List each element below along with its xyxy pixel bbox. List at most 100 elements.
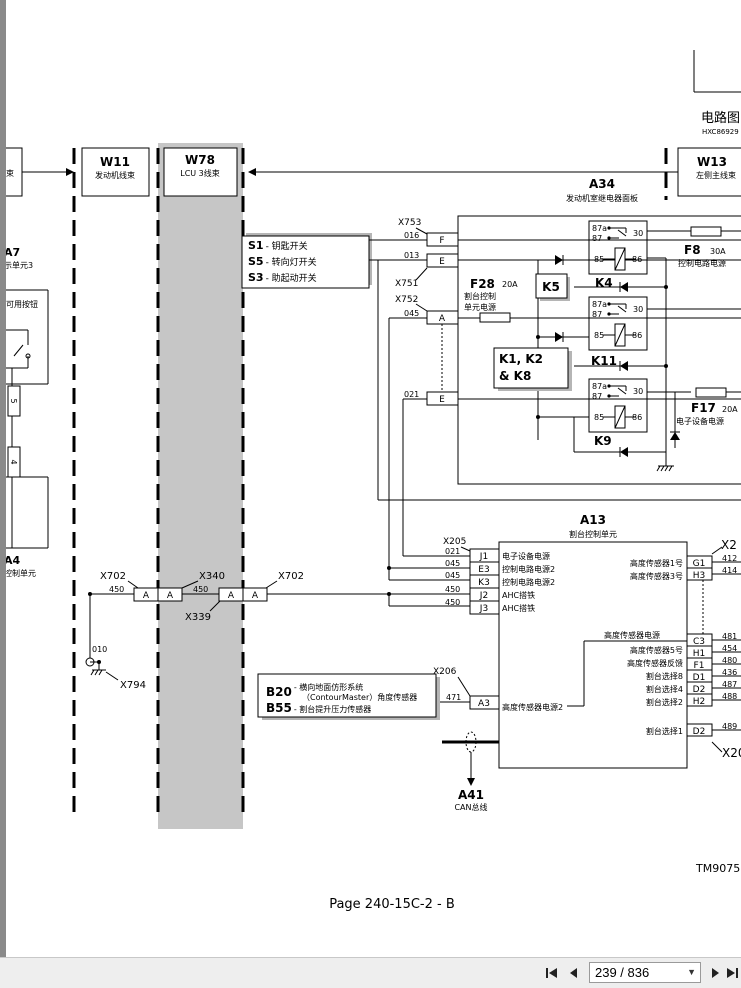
k9-label: K9 — [594, 434, 612, 448]
w78-shaded-band — [158, 143, 243, 829]
x340-label: X340 — [199, 571, 225, 582]
svg-text:H2: H2 — [693, 697, 706, 707]
svg-text:87a: 87a — [592, 382, 607, 391]
svg-text:高度传感器5号: 高度传感器5号 — [630, 645, 683, 655]
first-page-button[interactable] — [543, 963, 561, 983]
b55-code: B55 — [266, 701, 292, 715]
last-page-icon — [727, 968, 738, 978]
x751-label: X751 — [395, 279, 418, 289]
harness-w13-id: W13 — [697, 155, 727, 169]
svg-text:割台选择1: 割台选择1 — [646, 726, 683, 736]
pin-a: A — [439, 314, 446, 324]
s3-label: - 助起动开关 — [266, 272, 317, 284]
pin-e-013: E — [439, 257, 445, 267]
svg-text:AHC搭铁: AHC搭铁 — [502, 590, 535, 600]
x205-label: X205 — [443, 537, 466, 547]
previous-page-icon — [570, 968, 577, 978]
svg-text:489: 489 — [722, 722, 737, 731]
a13-label: A13 — [580, 513, 606, 527]
a34-label: A34 — [589, 177, 615, 191]
sensor-box — [257, 673, 437, 718]
pin-e-021: E — [439, 395, 445, 405]
svg-text:30: 30 — [633, 387, 643, 396]
svg-text:85: 85 — [594, 331, 604, 340]
x339-label: X339 — [185, 612, 211, 623]
k4-label: K4 — [595, 276, 613, 290]
button-label: 可用按钮 — [6, 299, 38, 309]
svg-text:30: 30 — [633, 229, 643, 238]
svg-text:A: A — [167, 591, 174, 601]
k8-label: & K8 — [499, 369, 531, 383]
svg-text:割台选择4: 割台选择4 — [646, 684, 683, 694]
svg-text:D2: D2 — [693, 685, 706, 695]
wire-450-b: 450 — [193, 585, 208, 594]
s1-code: S1 — [248, 239, 264, 252]
s1-label: - 钥匙开关 — [266, 240, 308, 252]
fuse-f28 — [479, 312, 511, 323]
svg-text:高度传感器1号: 高度传感器1号 — [630, 558, 683, 568]
relay-k5-box — [535, 273, 568, 299]
svg-text:86: 86 — [632, 255, 642, 264]
a3-pin: A3 — [478, 699, 490, 709]
page-number-selector[interactable]: 239 / 836 ▼ — [589, 962, 701, 983]
wire-021: 021 — [404, 390, 419, 399]
svg-text:85: 85 — [594, 255, 604, 264]
harness-w78-desc: LCU 3线束 — [180, 168, 220, 178]
svg-text:86: 86 — [632, 331, 642, 340]
svg-text:S5- 转向灯开关: S5- 转向灯开关 — [248, 255, 317, 268]
wiring-diagram: 电路图 HXC86929 束 W11 发动机线束 W78 LCU 3线束 W13… — [6, 50, 741, 912]
splice-label: 010 — [92, 645, 107, 654]
fuse-5-label: 5 — [9, 398, 18, 403]
f28-desc-2: 单元电源 — [464, 302, 496, 312]
b20-label: - 横向地面仿形系统 — [294, 682, 363, 692]
harness-w11 — [81, 147, 150, 197]
f17-amps: 20A — [722, 405, 738, 414]
x752-label: X752 — [395, 295, 418, 305]
switch-box — [241, 235, 370, 289]
next-page-button[interactable] — [706, 963, 724, 983]
s5-code: S5 — [248, 255, 264, 268]
f8-amps: 30A — [710, 247, 726, 256]
svg-text:H3: H3 — [693, 571, 706, 581]
svg-text:021: 021 — [445, 547, 460, 556]
svg-text:J3: J3 — [479, 604, 488, 614]
svg-text:割台选择8: 割台选择8 — [646, 671, 683, 681]
fuse-4-label: 4 — [9, 459, 18, 464]
chevron-down-icon: ▼ — [687, 967, 696, 977]
harness-w13 — [677, 147, 741, 197]
svg-text:高度传感器3号: 高度传感器3号 — [630, 571, 683, 581]
wire-013: 013 — [404, 251, 419, 260]
svg-text:85: 85 — [594, 413, 604, 422]
svg-text:S1- 钥匙开关: S1- 钥匙开关 — [248, 239, 308, 252]
next-page-icon — [712, 968, 719, 978]
s3-code: S3 — [248, 271, 264, 284]
a4-label: A4 — [6, 554, 21, 567]
x702-left-label: X702 — [100, 571, 126, 582]
previous-page-button[interactable] — [565, 963, 583, 983]
fuse-f8 — [690, 226, 722, 237]
can-bus-label: CAN总线 — [454, 802, 487, 812]
svg-text:高度传感器电源: 高度传感器电源 — [604, 630, 660, 640]
svg-text:A: A — [252, 591, 259, 601]
relay-k4: 87a 87 30 85 86 — [588, 220, 648, 275]
page-number-value: 239 / 836 — [595, 965, 650, 980]
svg-text:电子设备电源: 电子设备电源 — [502, 551, 550, 561]
svg-text:S3- 助起动开关: S3- 助起动开关 — [248, 271, 317, 284]
a3-label: 高度传感器电源2 — [502, 702, 563, 712]
k5-label: K5 — [542, 280, 560, 294]
svg-text:487: 487 — [722, 680, 737, 689]
svg-text:K3: K3 — [478, 578, 490, 588]
a41-label: A41 — [458, 788, 484, 802]
k1-k2-label: K1, K2 — [499, 352, 543, 366]
svg-text:414: 414 — [722, 566, 737, 575]
f8-desc: 控制电路电源 — [678, 258, 726, 268]
f17-label: F17 — [691, 401, 716, 415]
b55-label: - 割台提升压力传感器 — [294, 704, 371, 714]
svg-text:E3: E3 — [478, 565, 489, 575]
x794-label: X794 — [120, 680, 146, 691]
harness-w78-id: W78 — [185, 153, 215, 167]
harness-w11-desc: 发动机线束 — [95, 170, 135, 180]
relay-k9: 87a 87 30 85 86 — [588, 378, 648, 433]
last-page-button[interactable] — [724, 963, 740, 983]
wire-045: 045 — [404, 309, 419, 318]
